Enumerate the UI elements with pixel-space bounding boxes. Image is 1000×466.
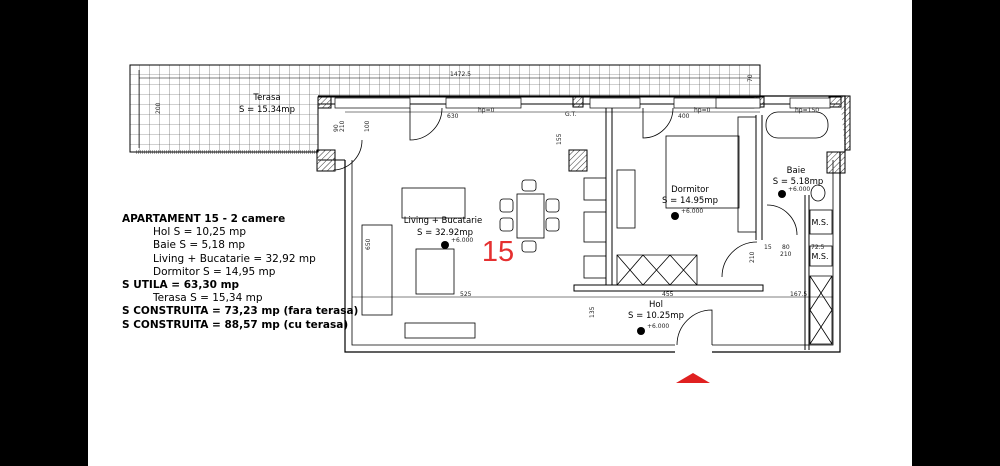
dim-135: 135 (589, 306, 596, 318)
legend-s-construita-cu: S CONSTRUITA = 88,57 mp (cu terasa) (122, 318, 349, 331)
terrace (129, 64, 761, 154)
sofa (401, 187, 466, 219)
elevation-marker-living: +6.000 (441, 237, 473, 249)
legend-dormitor: Dormitor S = 14,95 mp (153, 265, 276, 278)
legend-hol: Hol S = 10,25 mp (153, 226, 247, 239)
kitchen-island (616, 169, 636, 229)
elevation-marker-hol: +6.000 (637, 323, 669, 335)
dim-650: 650 (365, 238, 372, 250)
elevation-marker-baie: +6.000 (778, 186, 810, 198)
interior-walls (573, 108, 810, 350)
svg-text:+6.000: +6.000 (451, 237, 473, 244)
legend-terasa: Terasa S = 15,34 mp (153, 292, 263, 305)
legend-living: Living + Bucatarie = 32,92 mp (153, 252, 316, 265)
bathtub (765, 111, 829, 139)
legend-title: APARTAMENT 15 - 2 camere (122, 213, 286, 225)
dimension-labels: 1472.5 200 70 630 hp=0 400 hp=0 hp=150 G… (155, 71, 825, 318)
dim-100: 100 (364, 120, 371, 132)
dining-chairs (499, 179, 560, 253)
wardrobe (616, 254, 698, 286)
ms-label-1: M.S. (811, 218, 828, 227)
dim-200: 200 (155, 102, 162, 114)
fridge (583, 255, 607, 279)
legend-s-utila: S UTILA = 63,30 mp (122, 279, 240, 292)
svg-text:+6.000: +6.000 (788, 186, 810, 193)
sofa-side (361, 224, 393, 316)
elevation-markers: +6.000 +6.000 +6.000 +6.000 (441, 186, 810, 335)
columns (316, 96, 846, 174)
hol-name: Hol (649, 300, 663, 310)
legend-baie: Baie S = 5,18 mp (153, 239, 246, 252)
ms-label-2: M.S. (811, 252, 828, 261)
toilet (810, 184, 826, 202)
label-gt: G.T. (565, 111, 577, 118)
bed (665, 135, 740, 209)
legend-s-construita-fara: S CONSTRUITA = 73,23 mp (fara terasa) (122, 305, 359, 318)
hall-closet (809, 275, 833, 345)
dim-155: 155 (556, 133, 563, 145)
dim-1472: 1472.5 (450, 71, 471, 78)
washing-machine-2 (809, 245, 833, 267)
doors (334, 107, 798, 346)
rug (415, 248, 455, 295)
tv-console (404, 322, 476, 339)
dim-525: 525 (460, 291, 472, 298)
terasa-area: S = 15.34mp (239, 105, 295, 115)
furniture (361, 111, 833, 345)
dim-90: 90 (333, 124, 340, 132)
dim-400: 400 (678, 113, 690, 120)
stove (583, 177, 607, 201)
dormitor-name: Dormitor (671, 185, 709, 195)
apartment-number: 15 (482, 236, 514, 268)
entrance-arrow-icon (676, 373, 710, 383)
dim-hp150: hp=150 (795, 107, 819, 114)
hol-area: S = 10.25mp (628, 311, 684, 321)
room-labels: Terasa S = 15.34mp Living + Bucatarie S … (239, 93, 829, 321)
sink (583, 211, 607, 243)
area-legend: APARTAMENT 15 - 2 camere Hol S = 10,25 m… (122, 213, 358, 332)
baie-name: Baie (787, 166, 806, 176)
dim-630: 630 (447, 113, 459, 120)
dining-table (516, 193, 545, 239)
baie-area: S = 5.18mp (773, 177, 824, 187)
windows (334, 97, 831, 109)
svg-text:+6.000: +6.000 (647, 323, 669, 330)
dim-70: 70 (747, 74, 754, 82)
living-name: Living + Bucatarie (404, 216, 483, 226)
dim-hp0-b: hp=0 (694, 107, 711, 114)
dimension-lines (345, 111, 833, 298)
dim-455: 455 (662, 291, 674, 298)
elevation-marker-dormitor: +6.000 (671, 208, 703, 220)
dim-167: 167.5 (790, 291, 807, 298)
dim-210-b: 210 (749, 251, 756, 263)
dim-15: 15 (764, 244, 772, 251)
dormitor-area: S = 14.95mp (662, 196, 718, 206)
dim-72: 72.5 (811, 244, 825, 251)
terasa-name: Terasa (252, 93, 280, 103)
washing-machine-1 (809, 209, 833, 235)
svg-text:+6.000: +6.000 (681, 208, 703, 215)
dim-210-c: 210 (780, 251, 792, 258)
dim-80: 80 (782, 244, 790, 251)
dim-210-a: 210 (339, 120, 346, 132)
living-area: S = 32.92mp (417, 228, 473, 238)
dim-hp0-a: hp=0 (478, 107, 495, 114)
bed-side (737, 116, 757, 233)
